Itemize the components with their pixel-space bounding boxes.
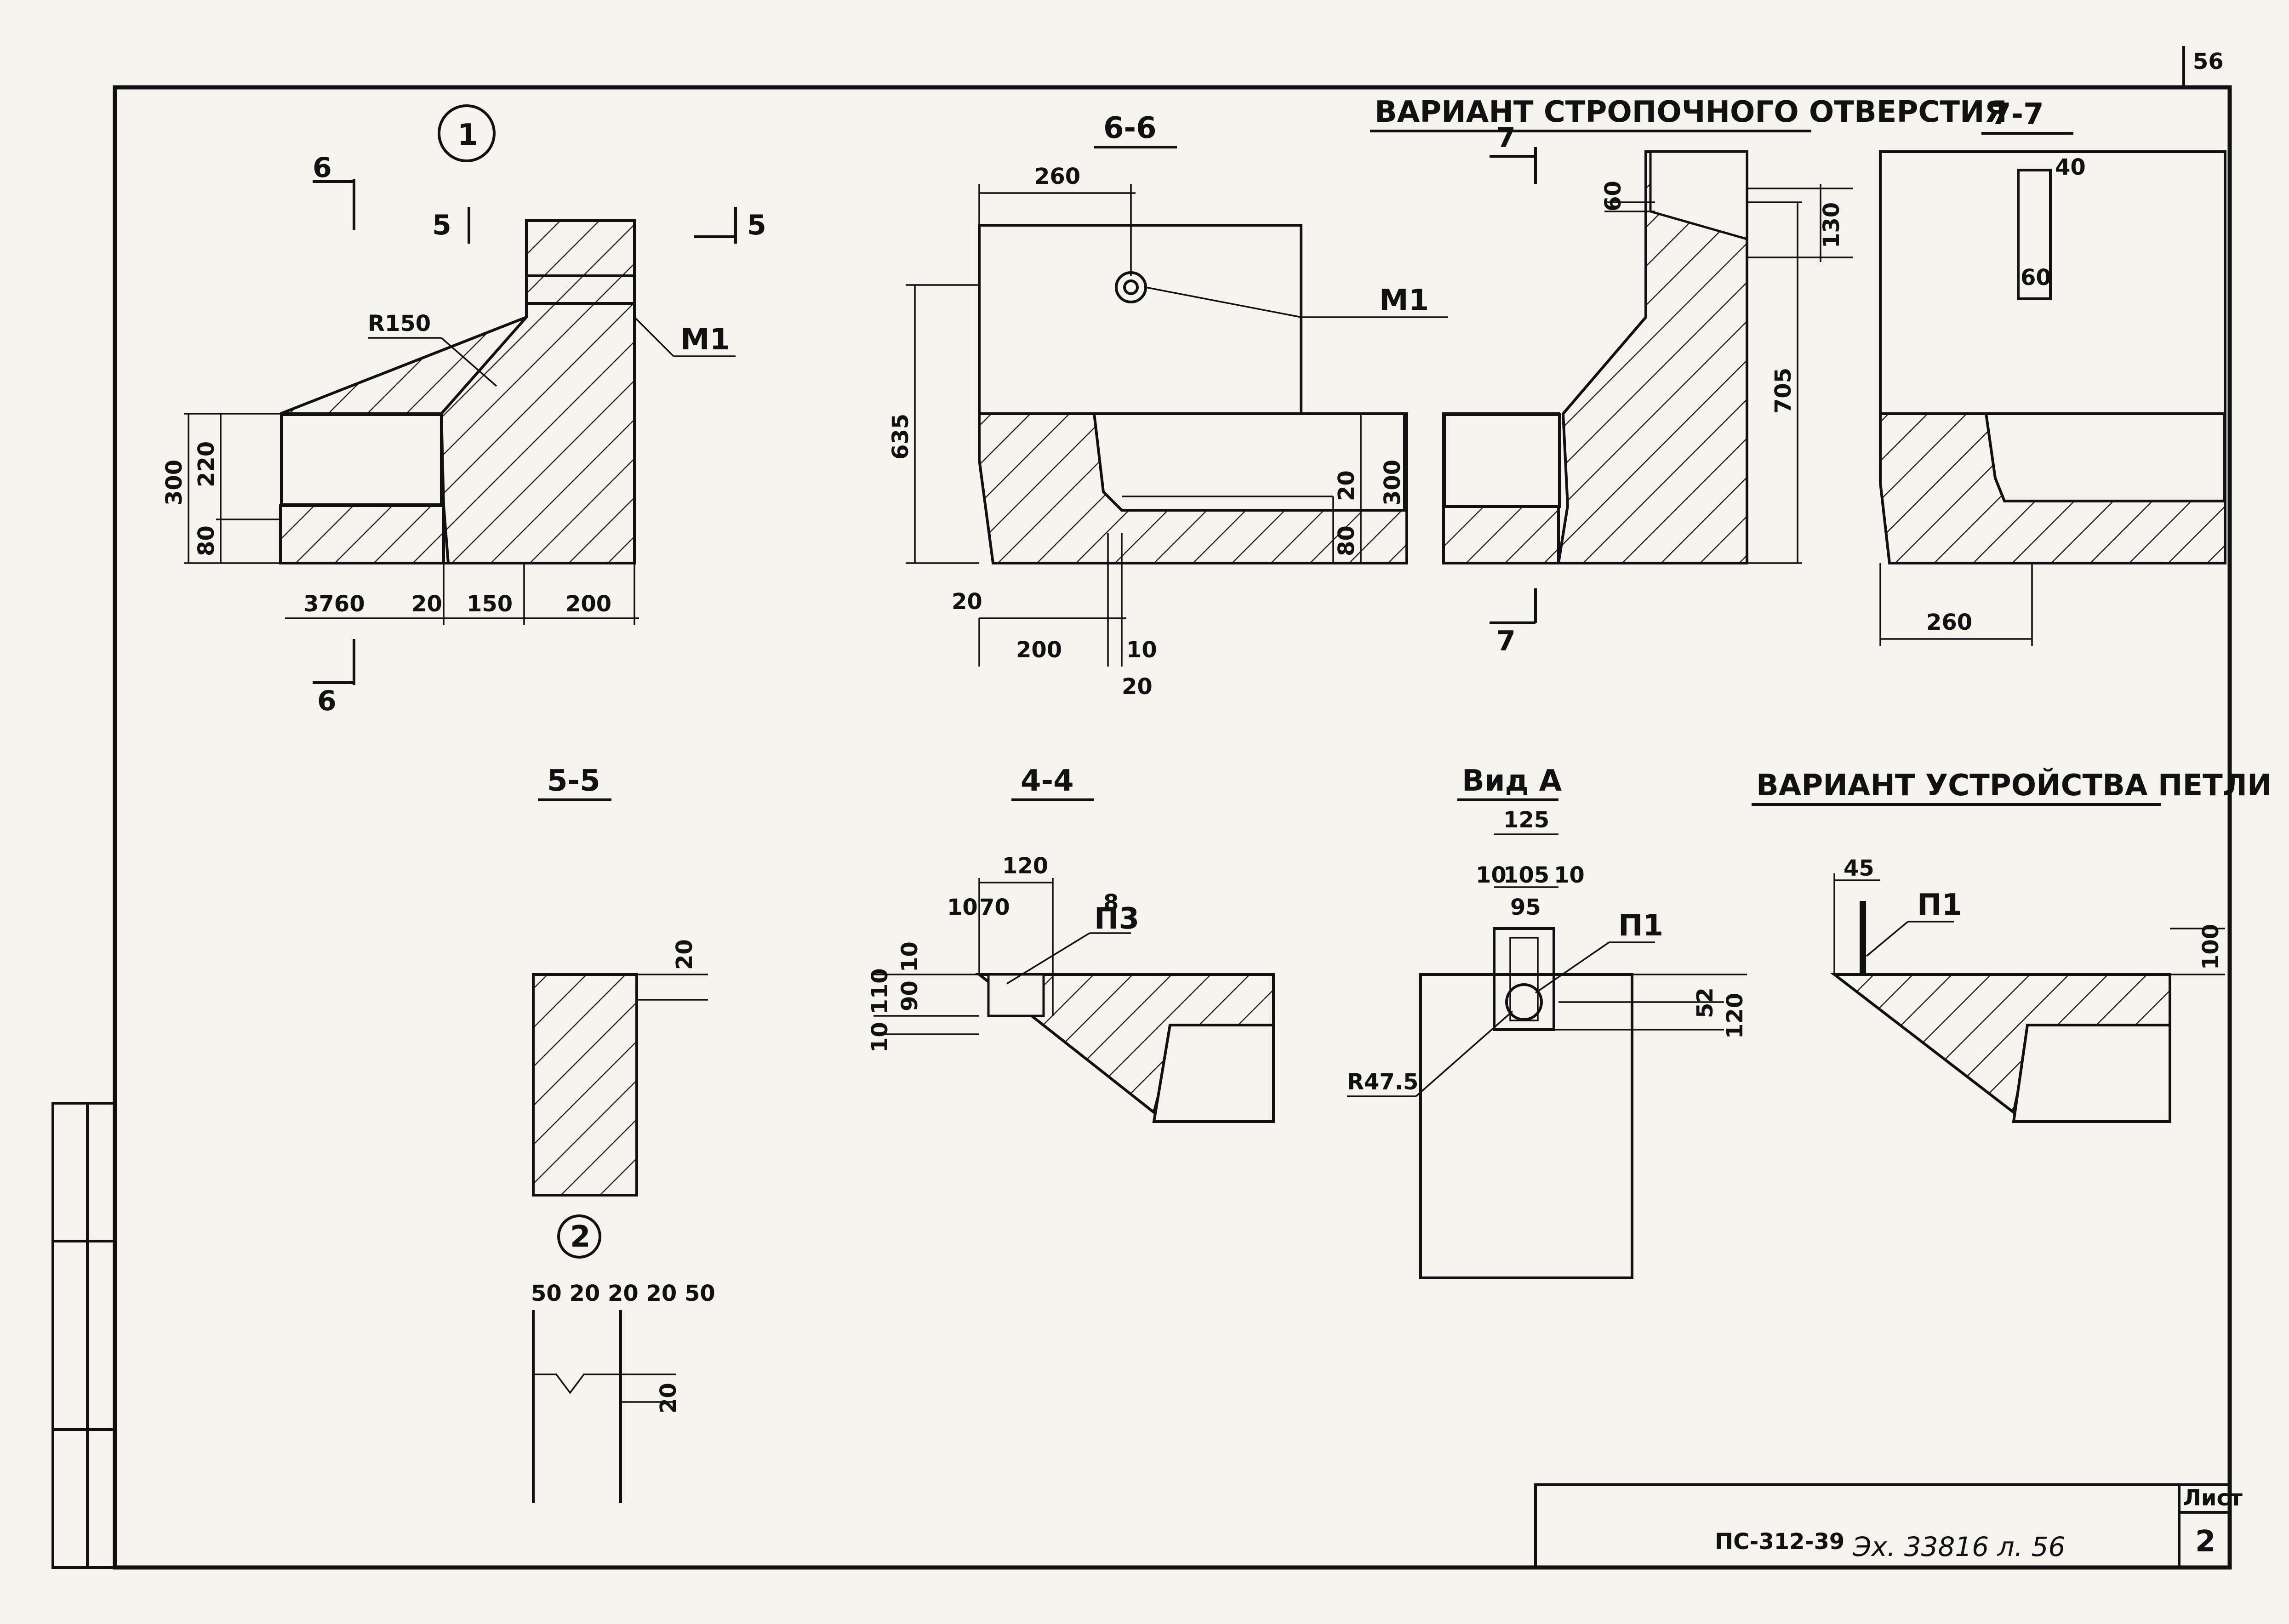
dimension-label-dims-w20: 20 [411, 591, 442, 617]
section-4-4-title: 4-4 [1021, 764, 1074, 798]
loop-variant-view: ВАРИАНТ УСТРОЙСТВА ПЕТЛИ 45 П1 100 [1752, 768, 2272, 1123]
dimension-label-dims-w120: 120 [1002, 853, 1048, 879]
dimension-label-dims-w10: 10 [1126, 637, 1157, 663]
dimension-label-dims-h100: 100 [2198, 924, 2224, 970]
dimension-label-dims-h20l: 20 [952, 589, 982, 615]
title-block: Лист 2 ПС-312-39 Эх. 33816 л. 56 [1534, 1483, 2243, 1569]
dimension-label-node1-cut6-bottom: 6 [317, 685, 337, 717]
dimension-label-dims-h80: 80 [194, 525, 219, 556]
dimension-label-dims-h635: 635 [888, 414, 913, 460]
sheet-label: Лист [2183, 1485, 2243, 1511]
node-1-view: 1 6 6 5 5 R150 M1 300 220 80 [161, 104, 766, 717]
node-2-view: 2 50 20 20 20 50 20 [531, 1214, 715, 1503]
node-1-label: 1 [457, 118, 478, 152]
section-4-4-part: П3 [1094, 902, 1139, 936]
dimension-label-dims-h300: 300 [1380, 460, 1405, 506]
dimension-label-dims-w95: 95 [1510, 895, 1541, 920]
section-7-7-view: 7-7 40 60 260 [1879, 97, 2226, 646]
sheet-number: 2 [2195, 1525, 2216, 1559]
dimension-label-node1-cut5-left: 5 [432, 209, 451, 241]
sling-hole-variant-title: ВАРИАНТ СТРОПОЧНОГО ОТВЕРСТИЯ [1375, 95, 2007, 129]
archive-stamp: Эх. 33816 л. 56 [1852, 1531, 2065, 1562]
dimension-label-dims-h60: 60 [1600, 181, 1626, 211]
dimension-label-dims-w8: 8 [1103, 890, 1119, 916]
dimension-label-dims-w3760: 3760 [303, 591, 365, 617]
view-a-part: П1 [1618, 909, 1663, 943]
dimension-label-dims-w10: 10 [947, 895, 978, 920]
page-number: 56 [2193, 49, 2224, 74]
dimension-label-node1-cut5-right: 5 [747, 209, 766, 241]
section-7-7-title: 7-7 [1991, 97, 2044, 131]
binding-strip [51, 1102, 116, 1569]
dimension-label-dims-h10: 10 [897, 941, 923, 972]
node-1-part: M1 [680, 323, 730, 357]
dimension-label-dims-h52: 52 [1692, 987, 1718, 1018]
section-6-6-view: 6-6 M1 260 635 20 300 80 20 200 10 20 [888, 111, 1448, 700]
loop-recess [1493, 927, 1555, 1031]
dimension-label-dims-h120: 120 [1722, 993, 1748, 1039]
dimension-label-dims-w260: 260 [1926, 610, 1972, 635]
dimension-label-dims-w105: 105 [1503, 862, 1549, 888]
dimension-label-dims-h130: 130 [1819, 202, 1844, 248]
dimension-label-dims-w125: 125 [1503, 807, 1549, 833]
dimension-label-dims-w10r: 10 [1554, 862, 1585, 888]
dimension-label-dims-h705: 705 [1770, 368, 1796, 414]
loop-variant-part: П1 [1917, 888, 1962, 922]
node-1-opening [280, 413, 443, 506]
dimension-label-dims-h20: 20 [656, 1383, 681, 1413]
dimension-label-dims-h220: 220 [194, 441, 219, 487]
dimension-label-dims-h10-110: 10 110 [867, 968, 893, 1053]
dimension-label-dims-h90: 90 [897, 980, 923, 1011]
dimension-label-dims-w60: 60 [2021, 265, 2051, 291]
section-6-6-part: M1 [1379, 284, 1429, 318]
dimension-label-dims-w20: 20 [1122, 674, 1153, 700]
section-5-5-title: 5-5 [547, 764, 600, 798]
section-4-4-view: 4-4 120 10 70 8 П3 10 90 10 110 [867, 764, 1275, 1123]
dimension-label-dims-w260: 260 [1034, 164, 1080, 189]
drawing-frame [113, 85, 2232, 1570]
dimension-label-dims-w40: 40 [2055, 154, 2086, 180]
loop-variant-title: ВАРИАНТ УСТРОЙСТВА ПЕТЛИ [1756, 768, 2272, 803]
sling-hole-variant-view: ВАРИАНТ СТРОПОЧНОГО ОТВЕРСТИЯ 7 7 60 130… [1370, 95, 2007, 657]
view-a-radius: R47.5 [1347, 1069, 1418, 1095]
dimension-label-dims-spacing: 50 20 20 20 50 [531, 1281, 715, 1306]
node-1-radius: R150 [368, 311, 431, 336]
dimension-label-dims-w150: 150 [467, 591, 513, 617]
node-2-label: 2 [570, 1220, 591, 1254]
dimension-label-dims-h80: 80 [1334, 525, 1359, 556]
dimension-label-dims-w200: 200 [565, 591, 611, 617]
dimension-label-sling-cut7-bottom: 7 [1496, 625, 1516, 657]
dimension-label-dims-w10l: 10 [1476, 862, 1507, 888]
section-5-5-view: 5-5 20 [532, 764, 708, 1197]
dimension-label-dims-w200: 200 [1016, 637, 1062, 663]
dimension-label-sling-cut7-top: 7 [1496, 122, 1516, 154]
dimension-label-dims-h20r: 20 [1334, 470, 1359, 501]
sling-slot [2017, 169, 2052, 300]
section-6-6-title: 6-6 [1103, 111, 1157, 145]
document-code: ПС-312-39 [1715, 1529, 1844, 1555]
mounting-hole [1115, 271, 1147, 303]
dimension-label-dims-h20: 20 [672, 939, 697, 970]
dimension-label-dims-w70: 70 [979, 895, 1010, 920]
lifting-loop [1860, 901, 1866, 974]
dimension-label-node1-cut6-top: 6 [313, 152, 332, 184]
view-a: Вид А 125 10 105 10 95 П1 R47.5 52 120 [1347, 764, 1748, 1279]
view-a-title: Вид А [1462, 764, 1562, 798]
dimension-label-dims-w45: 45 [1844, 855, 1874, 881]
dimension-label-dims-h300: 300 [161, 460, 187, 506]
